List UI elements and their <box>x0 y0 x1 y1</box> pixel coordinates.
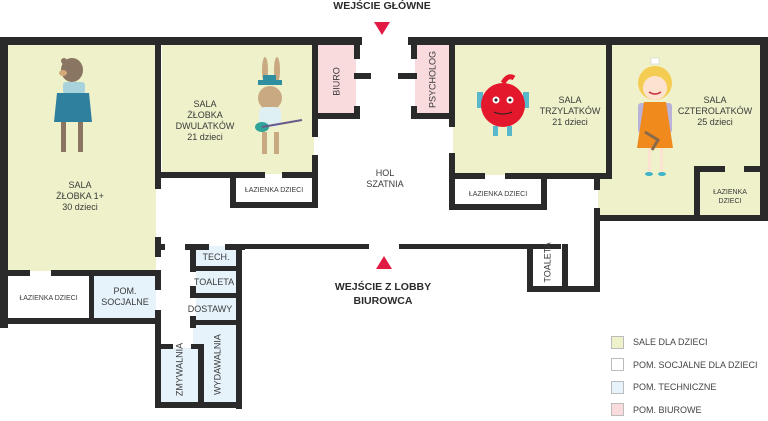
legend-swatch <box>611 403 624 416</box>
legend-item-children-rooms: SALE DLA DZIECI <box>611 331 758 354</box>
main-entrance-marker <box>374 22 390 35</box>
room-toaleta-1-label: TOALETA <box>190 277 238 288</box>
room-label-line: HOL <box>350 168 420 179</box>
legend-item-office-rooms: POM. BIUROWE <box>611 399 758 421</box>
room-sala-zlobka-1-label: SALA ŻŁOBKA 1+ 30 dzieci <box>40 180 120 213</box>
room-label-line: SALA <box>175 99 235 110</box>
legend: SALE DLA DZIECI POM. SOCJALNE DLA DZIECI… <box>611 331 758 421</box>
room-biuro-label: BIURO <box>332 62 343 102</box>
room-lazienka-3-label: ŁAZIENKA DZIECI <box>8 294 89 303</box>
room-label-line: CZTEROLATKÓW <box>670 106 760 117</box>
lobby-entrance-line2: BIUROWCA <box>318 294 448 308</box>
room-label-line: SALA <box>40 180 120 191</box>
room-label-line: ŻŁOBKA 1+ <box>40 191 120 202</box>
room-label-line: DZIECI <box>700 197 760 206</box>
room-lazienka-4-label: ŁAZIENKA DZIECI <box>700 188 760 206</box>
room-label-line: DWULATKÓW <box>175 121 235 132</box>
legend-item-social-rooms: POM. SOCJALNE DLA DZIECI <box>611 354 758 377</box>
legend-swatch <box>611 358 624 371</box>
main-entrance-label: WEJŚCIE GŁÓWNE <box>327 0 437 13</box>
room-tech-label: TECH. <box>196 252 236 263</box>
room-lazienka-2-label: ŁAZIENKA DZIECI <box>455 190 541 199</box>
legend-label: SALE DLA DZIECI <box>633 337 708 347</box>
room-sala-trzylatkow-label: SALA TRZYLATKÓW 21 dzieci <box>530 95 610 128</box>
room-psycholog-label: PSYCHOLOG <box>428 48 439 112</box>
room-dostawy-label: DOSTAWY <box>182 304 238 315</box>
room-sala-czterolatkow-label: SALA CZTEROLATKÓW 25 dzieci <box>670 95 760 128</box>
room-zmywalnia-label: ZMYWALNIA <box>175 332 186 408</box>
room-label-line: POM. <box>94 286 156 297</box>
room-capacity: 21 dzieci <box>175 132 235 143</box>
room-label-line: SALA <box>670 95 760 106</box>
legend-label: POM. TECHNICZNE <box>633 382 716 392</box>
room-sala-czterolatkow-extra-fill <box>598 175 612 216</box>
legend-label: POM. SOCJALNE DLA DZIECI <box>633 360 758 370</box>
lobby-entrance-label: WEJŚCIE Z LOBBY BIUROWCA <box>318 280 448 308</box>
room-wydawalnia-label: WYDAWALNIA <box>213 327 224 403</box>
room-toaleta-2-label: TOALETA <box>543 239 554 287</box>
room-label-line: ŁAZIENKA <box>700 188 760 197</box>
room-capacity: 25 dzieci <box>670 117 760 128</box>
lobby-entrance-line1: WEJŚCIE Z LOBBY <box>318 280 448 294</box>
room-sala-dwulatkow-label: SALA ŻŁOBKA DWULATKÓW 21 dzieci <box>175 99 235 143</box>
legend-item-technical-rooms: POM. TECHNICZNE <box>611 376 758 399</box>
room-label-line: ŻŁOBKA <box>175 110 235 121</box>
legend-label: POM. BIUROWE <box>633 405 702 415</box>
legend-swatch <box>611 381 624 394</box>
room-capacity: 21 dzieci <box>530 117 610 128</box>
room-lazienka-1-label: ŁAZIENKA DZIECI <box>236 186 312 195</box>
room-hol-label: HOL SZATNIA <box>350 168 420 190</box>
lobby-entrance-marker <box>376 256 392 269</box>
room-label-line: SALA <box>530 95 610 106</box>
room-capacity: 30 dzieci <box>40 202 120 213</box>
room-pom-socjalne-label: POM. SOCJALNE <box>94 286 156 308</box>
room-label-line: SZATNIA <box>350 179 420 190</box>
room-label-line: SOCJALNE <box>94 297 156 308</box>
room-label-line: TRZYLATKÓW <box>530 106 610 117</box>
legend-swatch <box>611 336 624 349</box>
room-sala-zlobka-1-fill[interactable] <box>8 45 156 271</box>
